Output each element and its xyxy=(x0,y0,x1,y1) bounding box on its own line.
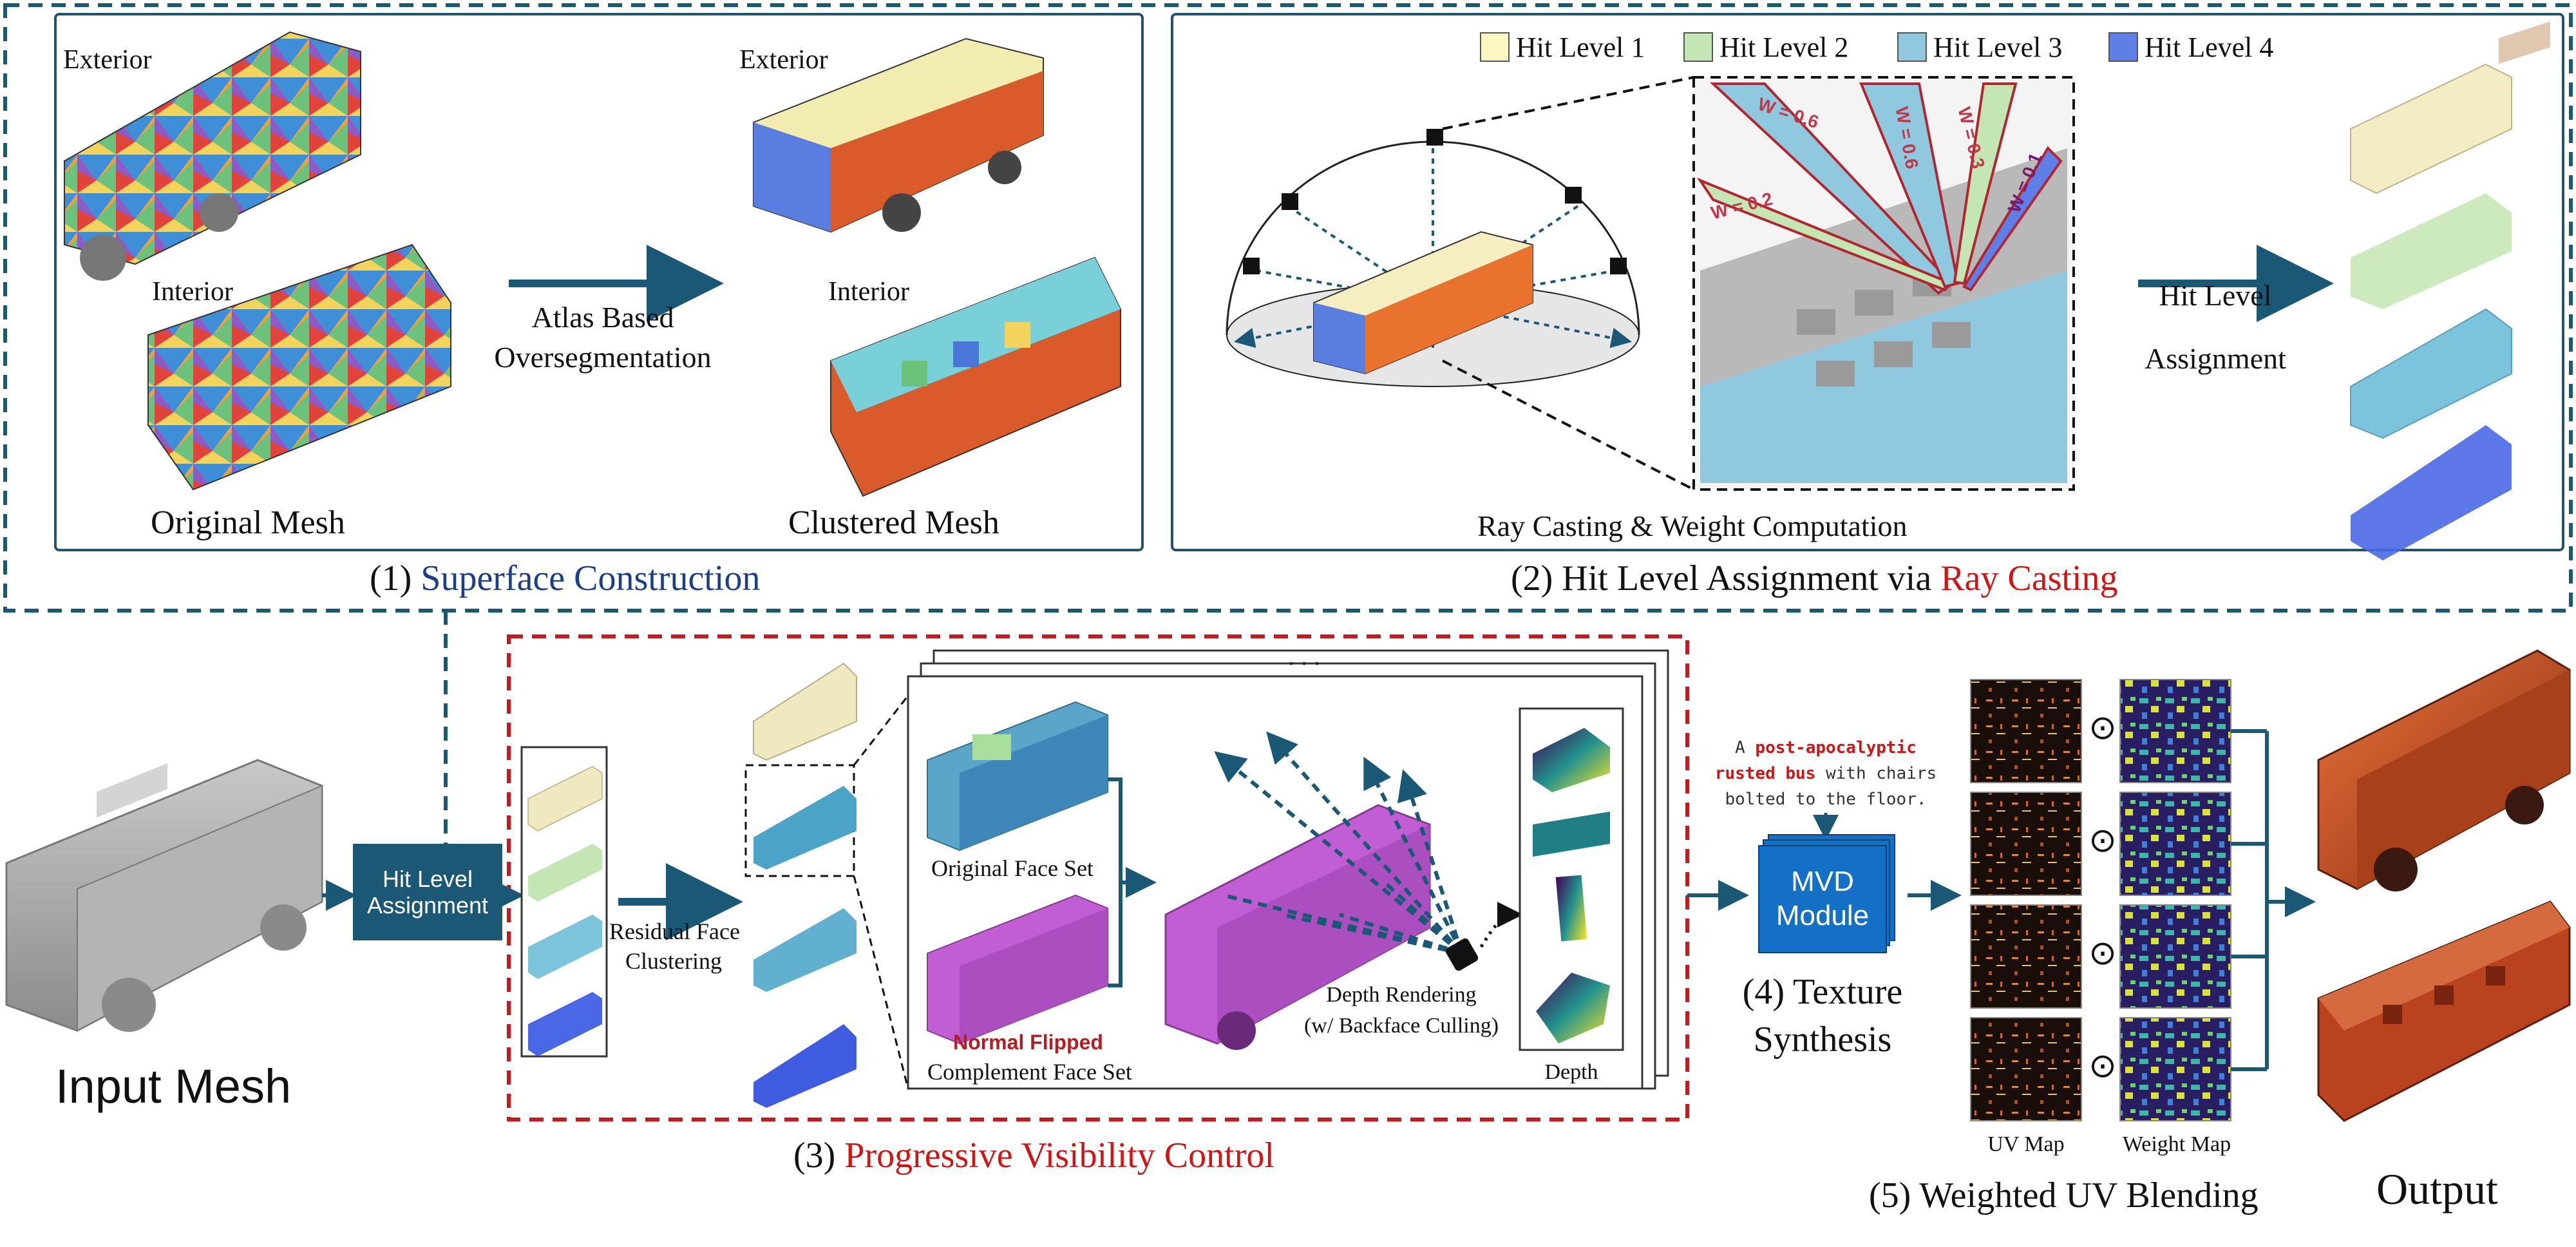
original-exterior-mesh xyxy=(64,31,361,281)
residual-label-line1: Residual Face xyxy=(609,919,740,944)
original-mesh-label: Original Mesh xyxy=(151,504,345,541)
stage3-number: (3) xyxy=(793,1136,836,1176)
ray-casting-caption: Ray Casting & Weight Computation xyxy=(1477,509,1908,542)
camera-dome xyxy=(1226,129,1640,387)
stage3-caption: (3) Progressive Visibility Control xyxy=(793,1138,1274,1174)
output-interior-mesh xyxy=(2317,900,2571,1122)
svg-text:. . .: . . . xyxy=(1288,642,1320,671)
hit-level-assignment-line1: Hit Level xyxy=(2159,279,2272,312)
stage4-caption-line1: (4) Texture xyxy=(1742,972,1903,1012)
output-label: Output xyxy=(2376,1165,2498,1214)
uv-map-label: UV Map xyxy=(1987,1132,2065,1156)
depth-rendering-line2: (w/ Backface Culling) xyxy=(1303,1014,1499,1038)
oversegmentation-label-line2: Oversegmentation xyxy=(494,341,712,374)
oversegmentation-label-line1: Atlas Based xyxy=(531,301,674,334)
stage1-number: (1) xyxy=(370,558,412,598)
stage4-caption-line2: Synthesis xyxy=(1753,1020,1892,1060)
original-interior-mesh xyxy=(147,243,451,491)
residual-label-line2: Clustering xyxy=(625,948,722,974)
stage1-title: Superface Construction xyxy=(421,558,761,598)
prompt-line3: bolted to the floor. xyxy=(1725,790,1927,809)
hit-level-module-line2: Assignment xyxy=(366,892,489,919)
stage2-caption: (2) Hit Level Assignment via Ray Casting xyxy=(1511,560,2118,596)
stage2-title: Hit Level Assignment via xyxy=(1562,558,1932,598)
stage2-highlight: Ray Casting xyxy=(1940,558,2118,598)
clustered-exterior-mesh xyxy=(753,37,1044,233)
legend-swatch-1 xyxy=(1480,32,1510,62)
stage1-caption: (1) Superface Construction xyxy=(370,560,760,596)
normal-flipped-label: Normal Flipped xyxy=(953,1031,1103,1054)
interior-label: Interior xyxy=(152,277,233,307)
legend-label-3: Hit Level 3 xyxy=(1933,32,2063,63)
legend-label-2: Hit Level 2 xyxy=(1719,32,1849,63)
depth-label: Depth xyxy=(1544,1060,1598,1084)
weight-maps xyxy=(2119,679,2231,1121)
uv-maps xyxy=(1970,679,2082,1121)
stage5-caption: (5) Weighted UV Blending xyxy=(1869,1176,2259,1215)
depth-rendering-line1: Depth Rendering xyxy=(1326,983,1477,1007)
merged-purple-mesh xyxy=(1164,804,1431,1050)
hadamard-operator-2: ⊙ xyxy=(2088,822,2117,859)
complement-face-set-label: Complement Face Set xyxy=(927,1059,1132,1085)
residual-stack xyxy=(744,662,857,1108)
exterior-label-clustered: Exterior xyxy=(739,45,828,75)
clustered-interior-mesh xyxy=(830,256,1121,497)
legend-swatch-2 xyxy=(1683,32,1713,62)
hit-level-module-line1: Hit Level xyxy=(382,865,473,892)
hit-level-assignment-line2: Assignment xyxy=(2145,342,2286,375)
ray-zoom-content xyxy=(1696,82,2067,483)
depth-rays xyxy=(1214,731,1523,971)
input-mesh-label: Input Mesh xyxy=(55,1060,292,1113)
hadamard-operator-3: ⊙ xyxy=(2088,935,2117,972)
prompt-line1: A post-apocalyptic xyxy=(1700,739,1951,756)
legend-label-4: Hit Level 4 xyxy=(2145,32,2274,63)
hadamard-operator-4: ⊙ xyxy=(2088,1047,2117,1085)
prompt-line2: rusted bus with chairs xyxy=(1700,765,1951,782)
visibility-control-frame xyxy=(507,634,1689,1121)
weight-map-label: Weight Map xyxy=(2122,1132,2231,1156)
prompt-suffix: with chairs xyxy=(1826,764,1937,783)
original-face-set-label: Original Face Set xyxy=(931,855,1094,881)
mvd-module-line1: MVD xyxy=(1791,866,1854,898)
hit-level-stack xyxy=(2350,63,2512,560)
prompt-highlight-2: rusted bus xyxy=(1714,764,1816,783)
exterior-label: Exterior xyxy=(63,45,152,75)
prompt-highlight-1: post-apocalyptic xyxy=(1755,738,1917,757)
stage3-title: Progressive Visibility Control xyxy=(844,1136,1274,1176)
legend-swatch-3 xyxy=(1897,32,1927,62)
hadamard-operator-1: ⊙ xyxy=(2088,709,2117,747)
stage2-number: (2) xyxy=(1511,558,1553,598)
input-mesh xyxy=(5,759,323,1032)
legend-label-1: Hit Level 1 xyxy=(1516,32,1645,63)
interior-label-clustered: Interior xyxy=(828,277,909,307)
original-face-set-mesh xyxy=(927,701,1108,852)
prompt-prefix: A xyxy=(1735,738,1745,757)
output-exterior-mesh xyxy=(2317,21,2571,891)
mvd-module-line2: Module xyxy=(1776,900,1870,931)
top-dashed-frame xyxy=(3,3,2573,613)
clustered-mesh-label: Clustered Mesh xyxy=(788,504,999,541)
legend-swatch-4 xyxy=(2108,32,2138,62)
